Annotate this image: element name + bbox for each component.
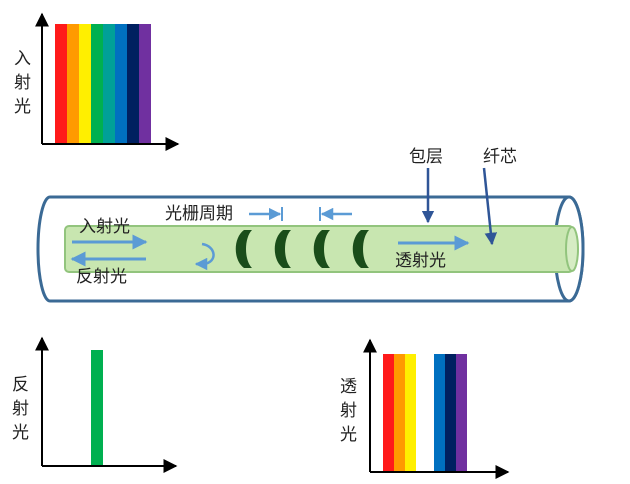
reflected-label: 反射光 — [76, 267, 127, 287]
reflected-axis-label-1: 反 — [12, 375, 29, 395]
incident-bar-green — [91, 24, 103, 143]
incident-bar-navy — [127, 24, 139, 143]
incident-bars — [55, 24, 151, 143]
transmitted-chart: 透 射 光 — [340, 338, 510, 479]
core-pointer — [482, 167, 498, 246]
reflected-axis-label-2: 射 — [12, 399, 29, 419]
incident-bar-purple — [139, 24, 151, 143]
incident-label: 入射光 — [79, 217, 130, 237]
grating-element — [235, 230, 252, 268]
reflected-axis-label-3: 光 — [12, 423, 29, 443]
transmitted-bar-blue — [434, 354, 445, 471]
transmitted-bar-red — [383, 354, 394, 471]
incident-chart: 入 射 光 — [14, 12, 180, 151]
transmitted-bar-yellow — [405, 354, 416, 471]
grating-period-label: 光栅周期 — [165, 204, 233, 224]
grating-element — [274, 230, 291, 268]
incident-bar-yellow — [79, 24, 91, 143]
fiber: 入射光 反射光 光栅周期 透射光 包层 纤芯 — [36, 147, 585, 303]
reflection-curl-arrow — [194, 242, 215, 271]
core-label: 纤芯 — [483, 147, 517, 167]
grating — [235, 230, 369, 268]
cladding-label: 包层 — [409, 147, 443, 167]
grating-element — [352, 230, 369, 268]
reflected-bar-green — [91, 350, 103, 465]
transmitted-bar-orange — [394, 354, 405, 471]
core-end — [565, 226, 579, 272]
transmitted-bars — [383, 354, 467, 471]
incident-axis-label-2: 射 — [14, 73, 31, 93]
transmitted-axis-label-2: 射 — [340, 401, 357, 421]
incident-axis-label-1: 入 — [14, 49, 31, 69]
incident-bar-blue — [115, 24, 127, 143]
incident-bar-orange — [67, 24, 79, 143]
transmitted-bar-purple — [456, 354, 467, 471]
incident-bar-teal — [103, 24, 115, 143]
reflected-chart: 反 射 光 — [12, 336, 178, 473]
transmitted-bar-navy — [445, 354, 456, 471]
incident-bar-red — [55, 24, 67, 143]
transmitted-label: 透射光 — [395, 251, 446, 271]
incident-axis-label-3: 光 — [14, 97, 31, 117]
transmitted-axis-label-3: 光 — [340, 425, 357, 445]
grating-element — [313, 230, 330, 268]
reflected-bars — [91, 350, 103, 465]
transmitted-axis-label-1: 透 — [340, 377, 357, 397]
